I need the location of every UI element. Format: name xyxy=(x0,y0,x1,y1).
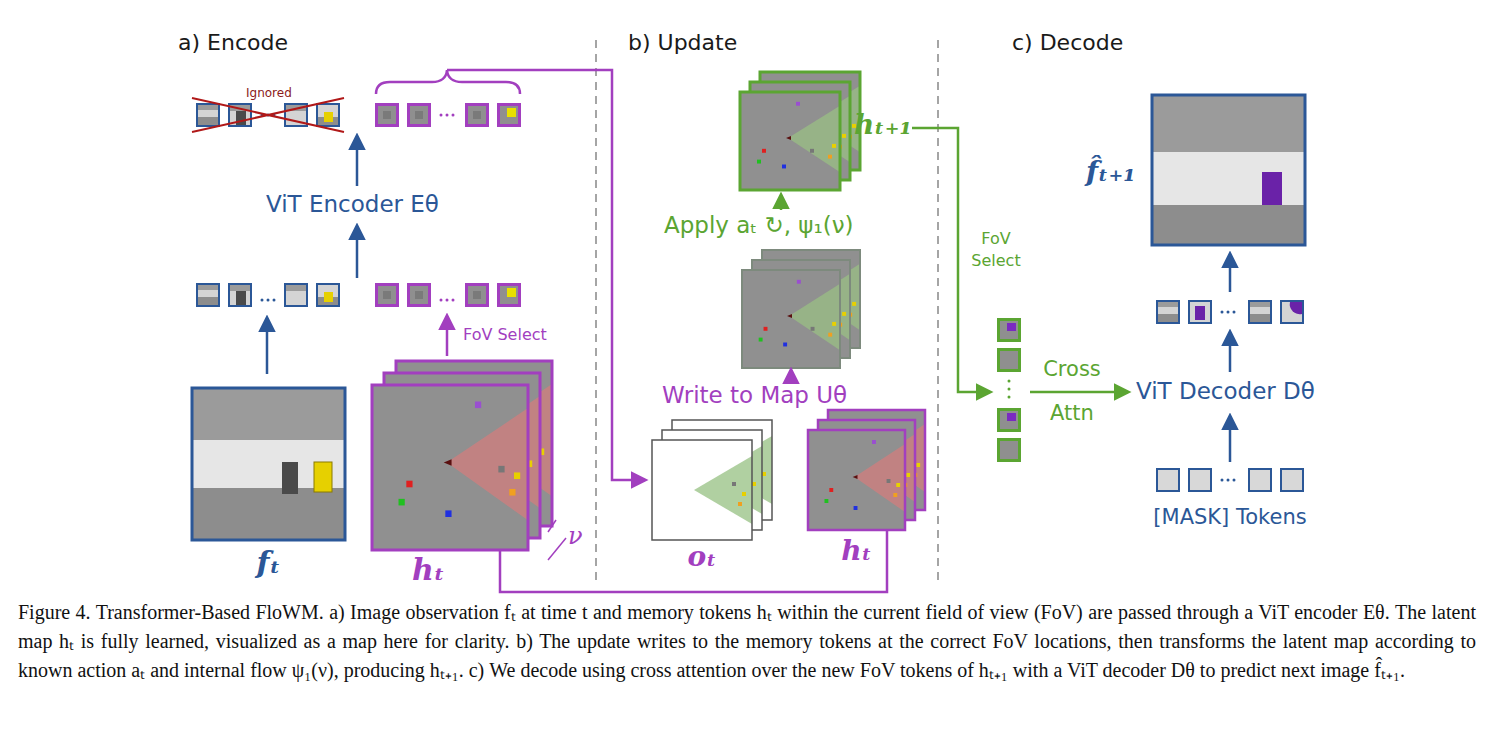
caption-slot: Figure 4. Transformer-Based FloWM. a) Im… xyxy=(18,598,1476,685)
annotation: ν xyxy=(568,522,583,550)
obs-stack xyxy=(652,420,772,540)
label-slot: ViT Encoder Eθ xyxy=(266,191,439,219)
image-frame: fₜ xyxy=(192,388,345,540)
node-label: [MASK] Tokens xyxy=(1153,505,1306,529)
node-label: fₜ xyxy=(256,545,280,580)
label-slot: Cross Attn xyxy=(1034,347,1110,435)
annotation: ViT Decoder Dθ xyxy=(1136,378,1315,404)
label-slot: oₜ xyxy=(687,542,716,573)
memory-stack xyxy=(808,410,925,530)
predicted-frame: f̂ₜ₊₁ xyxy=(1152,95,1305,245)
label-slot: Ignored xyxy=(246,83,292,101)
label-slot: ν xyxy=(568,522,583,551)
frame-image xyxy=(192,388,345,540)
label-slot: hₜ₊₁ xyxy=(854,110,912,141)
memory-map: hₜ xyxy=(372,385,528,550)
mask-token-row xyxy=(1157,469,1303,491)
node-label: hₜ₊₁ xyxy=(854,108,912,141)
label-slot: [MASK] Tokens xyxy=(1153,506,1306,529)
label-slot: c) Decode xyxy=(1012,30,1123,56)
decoded-token-row xyxy=(1157,301,1303,323)
label-slot: hₜ xyxy=(841,536,872,567)
written-stack xyxy=(742,250,860,368)
node-label: f̂ₜ₊₁ xyxy=(1086,155,1135,188)
label-slot: FoV Select xyxy=(463,325,547,344)
label-slot: ViT Decoder Dθ xyxy=(1136,378,1315,406)
observation-map: oₜ xyxy=(652,440,752,540)
annotation: Apply aₜ ↻, ψ₁(ν) xyxy=(664,212,854,238)
panel-heading: a) Encode xyxy=(178,30,288,55)
panel-heading: c) Decode xyxy=(1012,30,1123,55)
top-token-row xyxy=(192,98,520,132)
node-label: hₜ xyxy=(412,552,445,587)
panel-heading: b) Update xyxy=(628,30,737,55)
annotation: Cross Attn xyxy=(1034,347,1110,435)
fov-token-column xyxy=(999,320,1020,461)
node-label: oₜ xyxy=(687,540,716,573)
label-slot: a) Encode xyxy=(178,30,288,56)
next-memory-map: hₜ₊₁ xyxy=(740,92,840,190)
annotation: Write to Map Uθ xyxy=(662,382,847,408)
label-slot: Write to Map Uθ xyxy=(662,382,847,410)
node-label: hₜ xyxy=(841,534,872,567)
label-slot: FoV Select xyxy=(964,228,1028,272)
mask-tokens: [MASK] Tokens xyxy=(1156,468,1304,492)
label-slot: hₜ xyxy=(412,553,445,586)
connector xyxy=(500,530,887,592)
label-slot: b) Update xyxy=(628,30,737,56)
annotation: FoV Select xyxy=(463,325,547,344)
label-slot: Apply aₜ ↻, ψ₁(ν) xyxy=(664,212,854,240)
annotation: ViT Encoder Eθ xyxy=(266,191,439,217)
figure-caption: Figure 4. Transformer-Based FloWM. a) Im… xyxy=(18,598,1476,685)
mid-token-row xyxy=(197,284,520,306)
annotation: Ignored xyxy=(246,86,292,100)
label-slot: fₜ xyxy=(256,546,280,579)
label-slot: f̂ₜ₊₁ xyxy=(1086,157,1135,188)
memory-map: hₜ xyxy=(808,430,905,530)
annotation: FoV Select xyxy=(964,228,1028,272)
pred-image xyxy=(1152,95,1305,245)
next-stack xyxy=(740,72,860,190)
map-stack xyxy=(372,361,566,560)
